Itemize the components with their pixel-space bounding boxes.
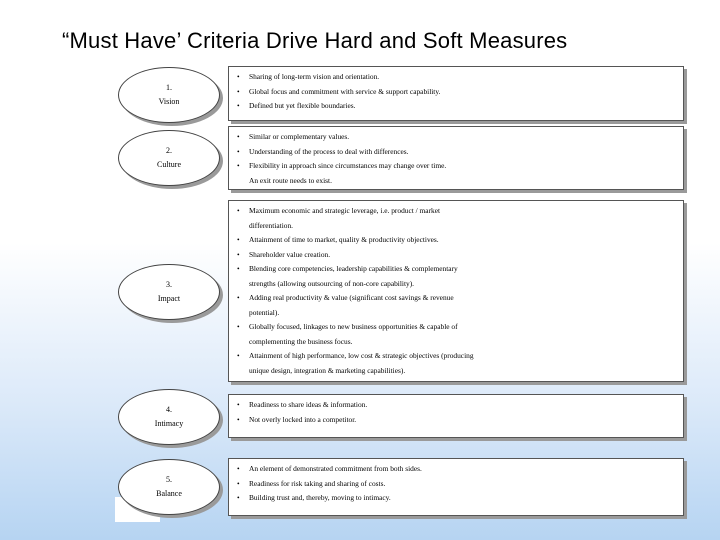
criterion-label: Intimacy [154,419,184,428]
criterion-number: 1. [166,83,172,92]
list-item: •Defined but yet flexible boundaries. [237,101,356,110]
criterion-label: Impact [157,294,181,303]
list-item: •Global focus and commitment with servic… [237,86,441,96]
criterion-box-impact: •Maximum economic and strategic leverage… [228,200,684,382]
list-item: •Shareholder value creation. [237,249,331,259]
criterion-number: 4. [166,405,172,414]
criterion-oval-impact: 3. Impact [118,264,220,320]
list-item: •Sharing of long-term vision and orienta… [237,72,380,81]
criterion-label: Vision [158,97,180,106]
list-item: •Building trust and, thereby, moving to … [237,493,391,502]
list-item: •Globally focused, linkages to new busin… [237,322,458,331]
criterion-number: 2. [166,146,172,155]
slide-title: “Must Have’ Criteria Drive Hard and Soft… [62,28,568,53]
list-item: complementing the business focus. [249,336,353,346]
criterion-label: Culture [157,160,181,169]
criterion-oval-intimacy: 4. Intimacy [118,389,220,445]
list-item: differentiation. [249,220,293,230]
list-item: •Maximum economic and strategic leverage… [237,206,441,215]
criterion-oval-culture: 2. Culture [118,130,220,186]
list-item: •Attainment of high performance, low cos… [237,351,474,360]
criterion-oval-balance: 5. Balance [118,459,220,515]
list-item: strengths (allowing outsourcing of non-c… [249,278,415,288]
list-item: •Flexibility in approach since circumsta… [237,161,447,170]
criterion-box-culture: •Similar or complementary values. •Under… [228,126,684,190]
list-item: •Similar or complementary values. [237,132,350,141]
criterion-box-vision: •Sharing of long-term vision and orienta… [228,66,684,121]
list-item: •An element of demonstrated commitment f… [237,464,422,473]
list-item: An exit route needs to exist. [249,175,332,185]
list-item: •Not overly locked into a competitor. [237,414,357,424]
criterion-number: 3. [166,280,172,289]
criterion-label: Balance [156,489,182,498]
list-item: •Understanding of the process to deal wi… [237,146,409,156]
list-item: •Attainment of time to market, quality &… [237,235,439,244]
criterion-oval-vision: 1. Vision [118,67,220,123]
list-item: •Readiness to share ideas & information. [237,400,368,409]
list-item: •Blending core competencies, leadership … [237,264,458,273]
list-item: unique design, integration & marketing c… [249,365,406,375]
list-item: •Readiness for risk taking and sharing o… [237,478,386,488]
list-item: •Adding real productivity & value (signi… [237,293,454,302]
list-item: potential). [249,307,280,317]
criterion-box-intimacy: •Readiness to share ideas & information.… [228,394,684,438]
criterion-number: 5. [166,475,172,484]
criterion-box-balance: •An element of demonstrated commitment f… [228,458,684,516]
